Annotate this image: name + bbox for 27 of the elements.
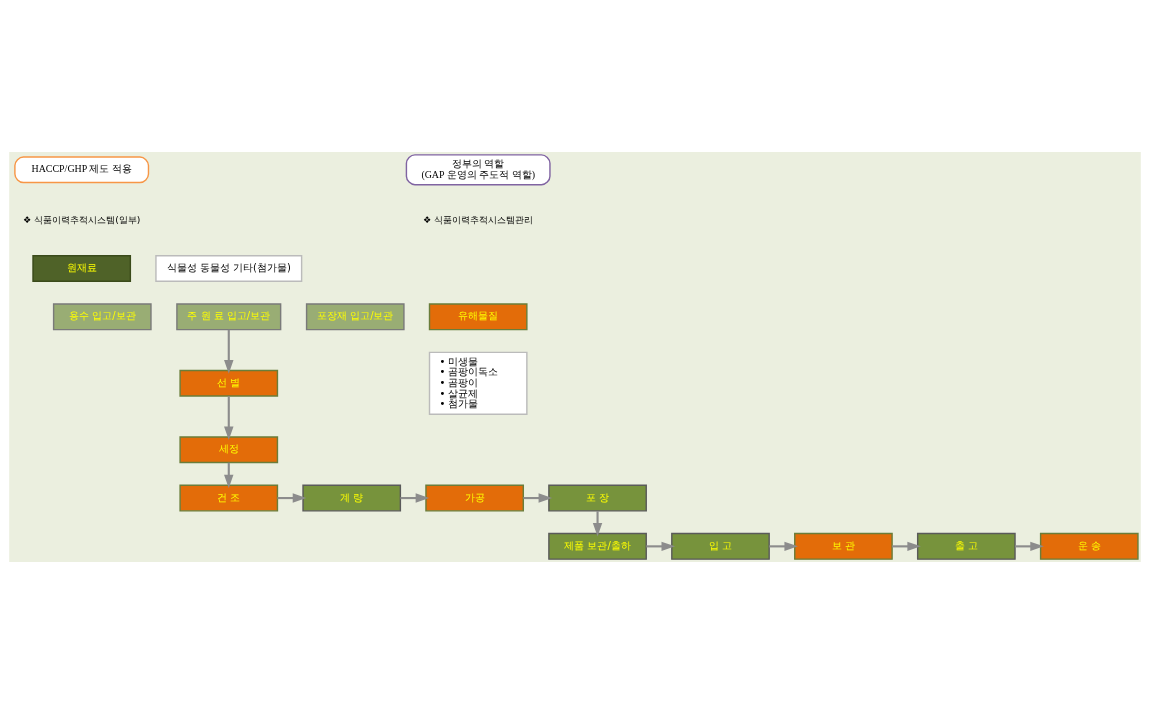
node-box: 정부의 역할 (GAP 운영의 주도적 역할) bbox=[405, 153, 551, 185]
arrow bbox=[523, 492, 553, 503]
node-label: ❖ 식품이력추적시스템(일부) bbox=[22, 213, 141, 225]
arrow bbox=[400, 492, 430, 503]
node-box: 용수 입고/보관 bbox=[52, 302, 152, 330]
node-box: 유해물질 bbox=[428, 302, 528, 330]
node-box: 운 송 bbox=[1039, 532, 1139, 560]
node-box: 주 원 료 입고/보관 bbox=[176, 302, 282, 330]
node-box: 계 량 bbox=[302, 484, 402, 512]
node-box: 세정 bbox=[179, 435, 279, 463]
node-box: 포장재 입고/보관 bbox=[305, 302, 405, 330]
node-box: 가공 bbox=[425, 484, 524, 512]
node-box: 보 관 bbox=[794, 532, 893, 560]
node-box: 식물성 동물성 기타(첨가물) bbox=[155, 254, 303, 282]
node-box: 입 고 bbox=[671, 532, 770, 560]
node-box: 원재료 bbox=[32, 254, 132, 282]
node-box: 제품 보관/출하 bbox=[548, 532, 647, 560]
arrow bbox=[224, 395, 234, 440]
arrow bbox=[592, 510, 603, 536]
node-box: HACCP/GHP 제도 적용 bbox=[14, 155, 150, 183]
arrow bbox=[224, 329, 234, 374]
node-box: 출 고 bbox=[916, 532, 1016, 560]
node-box: • 미생물 • 곰팡이독소 • 곰팡이 • 살균제 • 첨가물 bbox=[428, 351, 528, 415]
node-box: 건 조 bbox=[179, 484, 279, 512]
node-box: 포 장 bbox=[548, 484, 647, 512]
node-box: 선 별 bbox=[179, 369, 279, 397]
node-label: ❖ 식품이력추적시스템관리 bbox=[423, 213, 534, 225]
